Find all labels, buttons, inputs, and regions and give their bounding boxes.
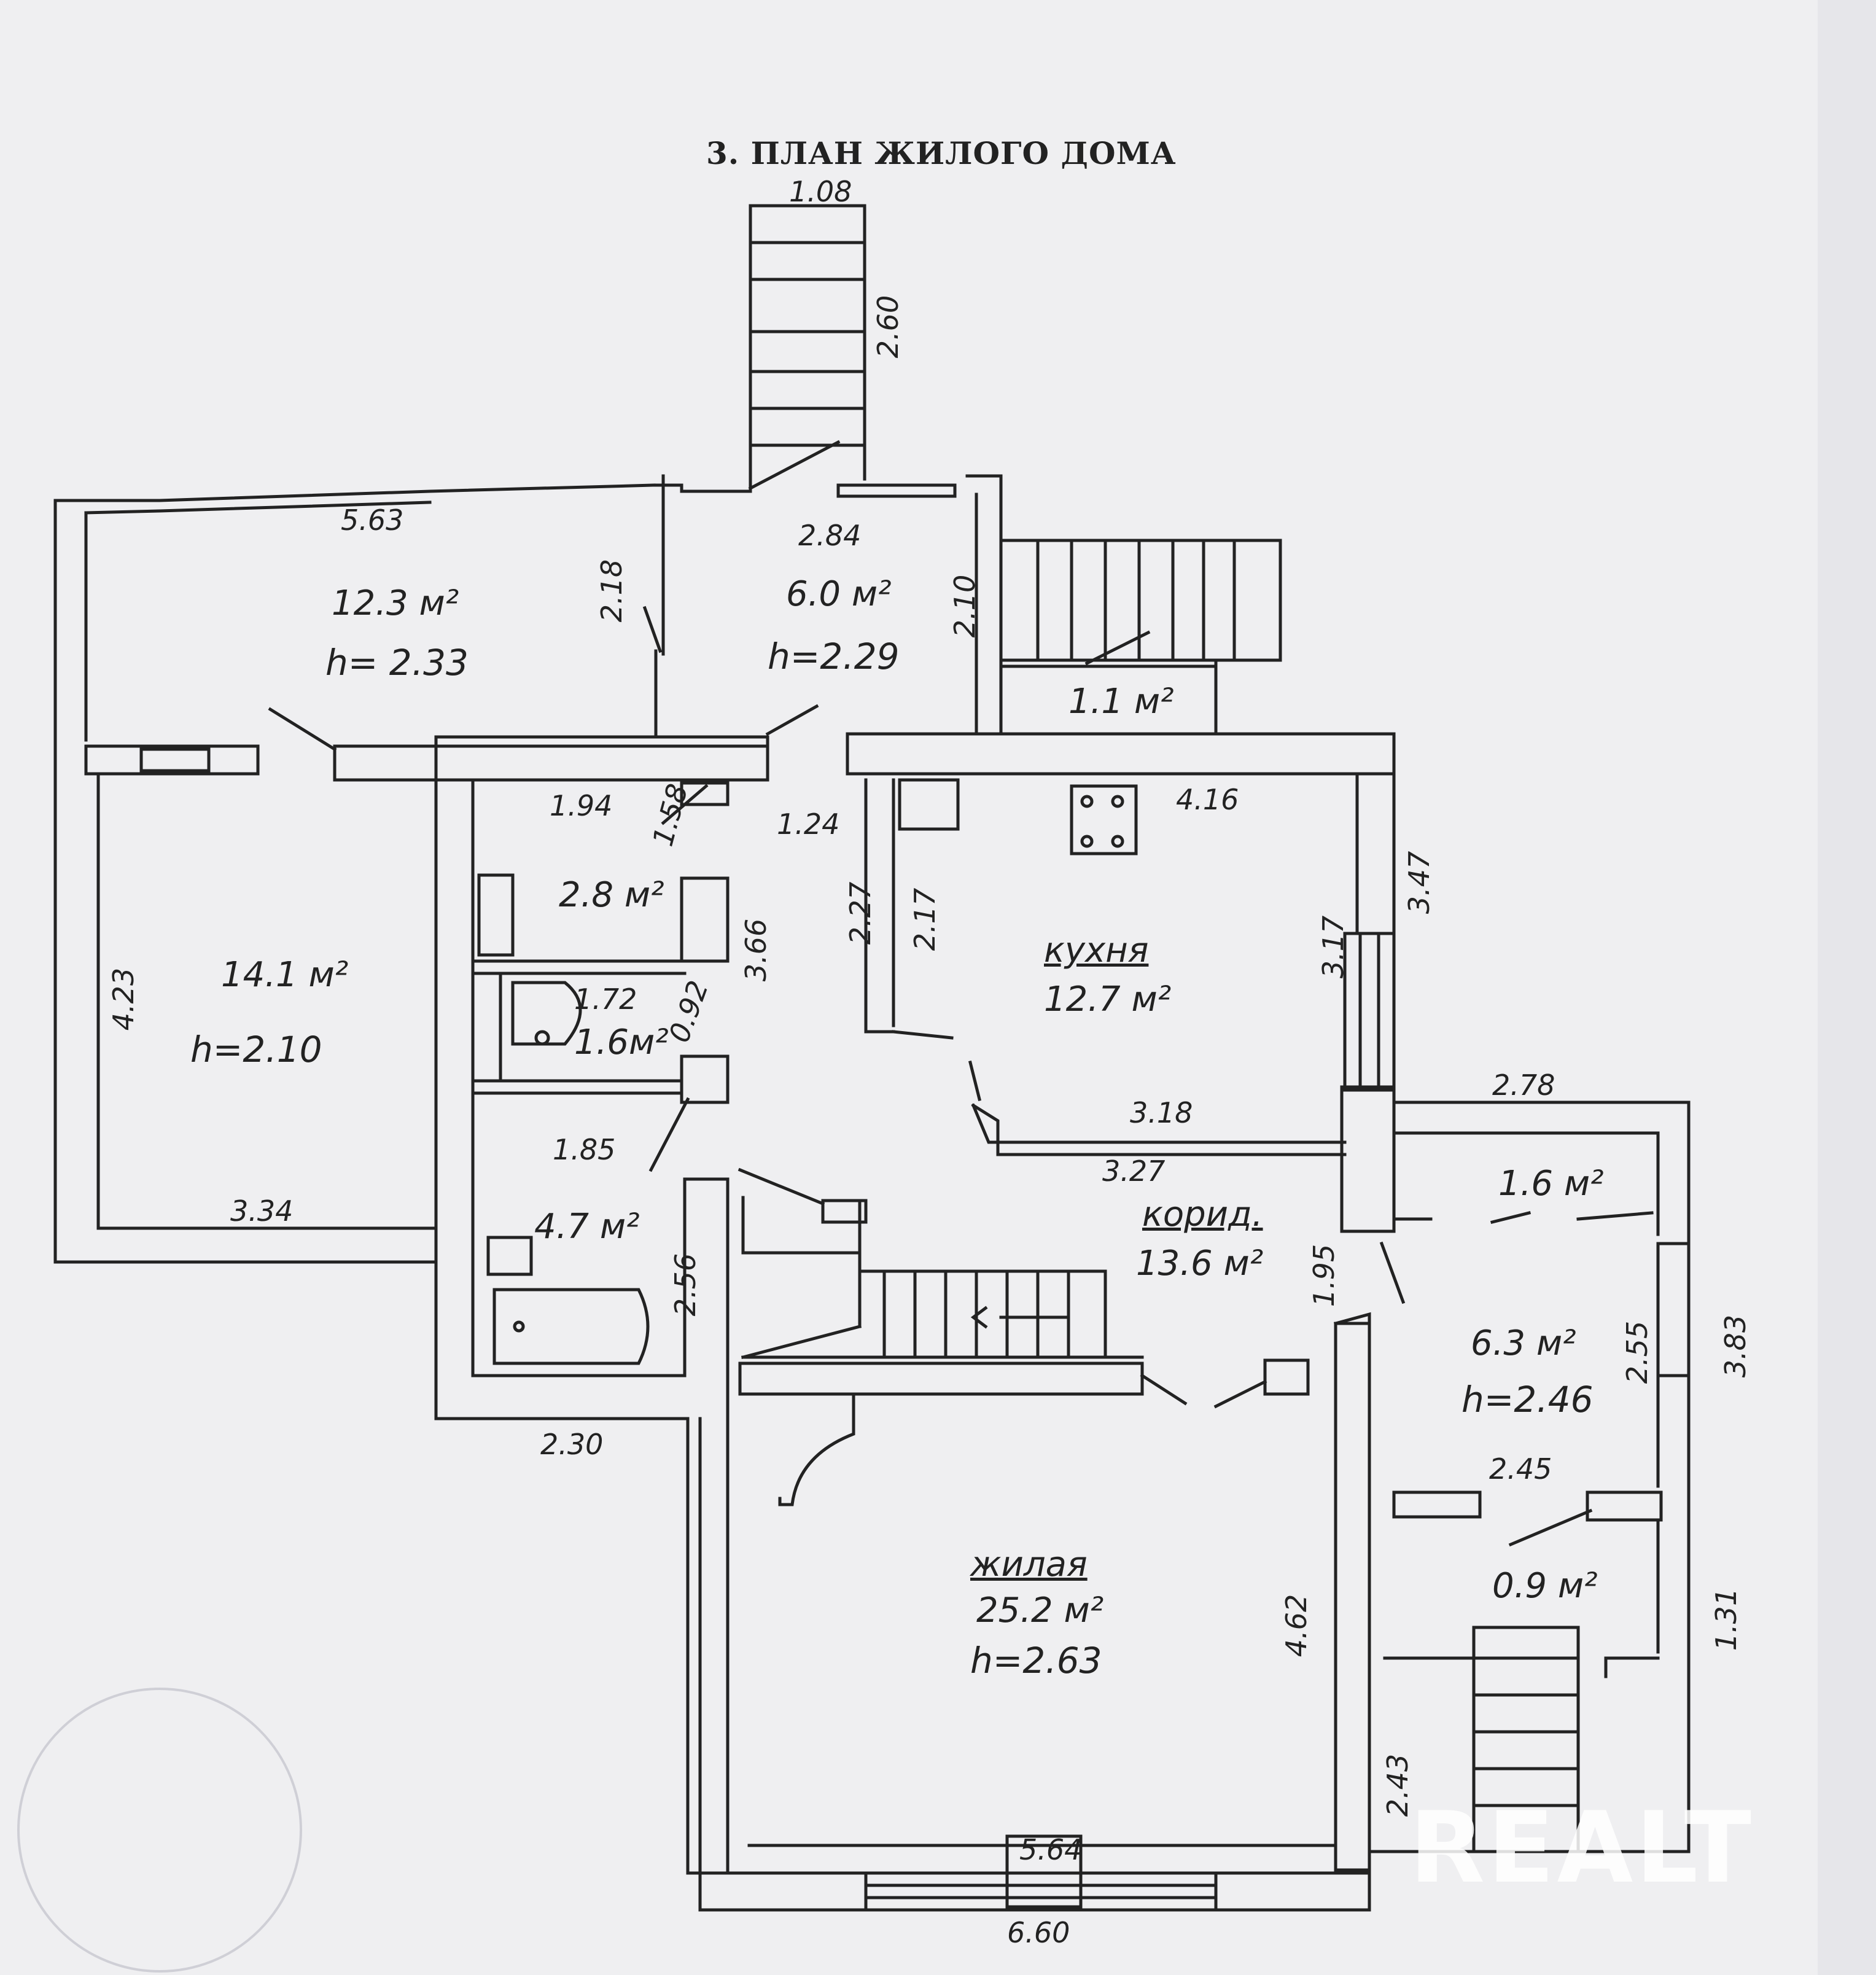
dim-2-78: 2.78	[1492, 1069, 1555, 1102]
top-left-room-walls	[53, 474, 1003, 763]
dim-3-27: 3.27	[1102, 1155, 1166, 1188]
dim-2-56: 2.56	[669, 1253, 703, 1317]
dim-top-left-w: 5.63	[341, 504, 404, 537]
inner-stair	[738, 1167, 1371, 1872]
area-2-8: 2.8 м²	[559, 875, 664, 915]
left-room-walls	[53, 707, 438, 1264]
dim-stair-top-w: 1.08	[789, 175, 852, 208]
area-entry-hall: 6.0 м²	[786, 574, 892, 614]
area-left-room: 14.1 м²	[221, 955, 349, 995]
kitchen-top-wall	[333, 704, 1396, 782]
living-bottom-wall	[698, 1392, 1371, 1912]
dim-1-95: 1.95	[1307, 1244, 1341, 1307]
dim-2-27: 2.27	[844, 881, 878, 945]
dim-2-55: 2.55	[1621, 1320, 1654, 1384]
dim-2-17: 2.17	[908, 887, 942, 951]
dim-1-31: 1.31	[1710, 1587, 1743, 1651]
dim-3-47: 3.47	[1403, 851, 1436, 914]
dim-3-18: 3.18	[1130, 1096, 1193, 1129]
dim-kitchen-w: 4.16	[1176, 783, 1239, 816]
faint-stamp	[17, 1688, 302, 1973]
dim-stair-top-len: 2.60	[871, 295, 905, 359]
dim-3-34: 3.34	[230, 1194, 294, 1228]
area-1-6-right: 1.6 м²	[1498, 1164, 1604, 1204]
top-stair	[748, 204, 866, 491]
kitchen-name: кухня	[1044, 930, 1149, 970]
dim-1-72: 1.72	[574, 983, 637, 1016]
height-living: h=2.63	[970, 1640, 1102, 1681]
dim-4-23: 4.23	[107, 967, 141, 1031]
dim-2-45: 2.45	[1489, 1452, 1552, 1486]
dim-hall-w: 2.84	[798, 519, 862, 552]
area-0-9: 0.9 м²	[1492, 1566, 1598, 1606]
dim-2-18: 2.18	[595, 559, 629, 623]
dim-2-30: 2.30	[540, 1428, 604, 1461]
area-living: 25.2 м²	[976, 1591, 1104, 1630]
dim-6-60: 6.60	[1007, 1916, 1070, 1949]
dim-5-64: 5.64	[1019, 1833, 1083, 1866]
height-entry-hall: h=2.29	[768, 636, 900, 677]
right-top-stair	[999, 539, 1282, 733]
area-small-right: 1.1 м²	[1068, 682, 1174, 722]
dim-3-83: 3.83	[1719, 1314, 1753, 1378]
kitchen-walls	[864, 772, 1396, 1156]
dim-3-17: 3.17	[1317, 915, 1350, 979]
dim-4-62: 4.62	[1280, 1594, 1314, 1658]
height-left-room: h=2.10	[190, 1029, 322, 1070]
height-top-left: h= 2.33	[325, 642, 469, 684]
right-rooms-walls	[1340, 1085, 1691, 1850]
bottom-right-stair	[1368, 1626, 1691, 1853]
dim-2-10: 2.10	[948, 574, 982, 638]
dim-3-66: 3.66	[739, 918, 773, 982]
corridor-name: корид.	[1142, 1194, 1263, 1234]
dim-1-24: 1.24	[777, 808, 840, 841]
area-kitchen: 12.7 м²	[1044, 980, 1172, 1019]
height-6-3: h=2.46	[1461, 1379, 1594, 1420]
area-top-left: 12.3 м²	[332, 583, 459, 623]
dim-1-85: 1.85	[553, 1133, 616, 1166]
area-6-3: 6.3 м²	[1471, 1323, 1576, 1363]
living-name: жилая	[970, 1545, 1088, 1584]
area-wc: 1.6м²	[574, 1023, 669, 1062]
plan-title: 3. ПЛАН ЖИЛОГО ДОМА	[706, 135, 1177, 171]
area-corridor: 13.6 м²	[1136, 1244, 1264, 1284]
realt-watermark-logo: REALT	[1409, 1790, 1754, 1905]
area-bath: 4.7 м²	[534, 1207, 640, 1247]
bathroom-fixtures	[474, 781, 730, 1365]
dim-1-94: 1.94	[550, 789, 613, 822]
